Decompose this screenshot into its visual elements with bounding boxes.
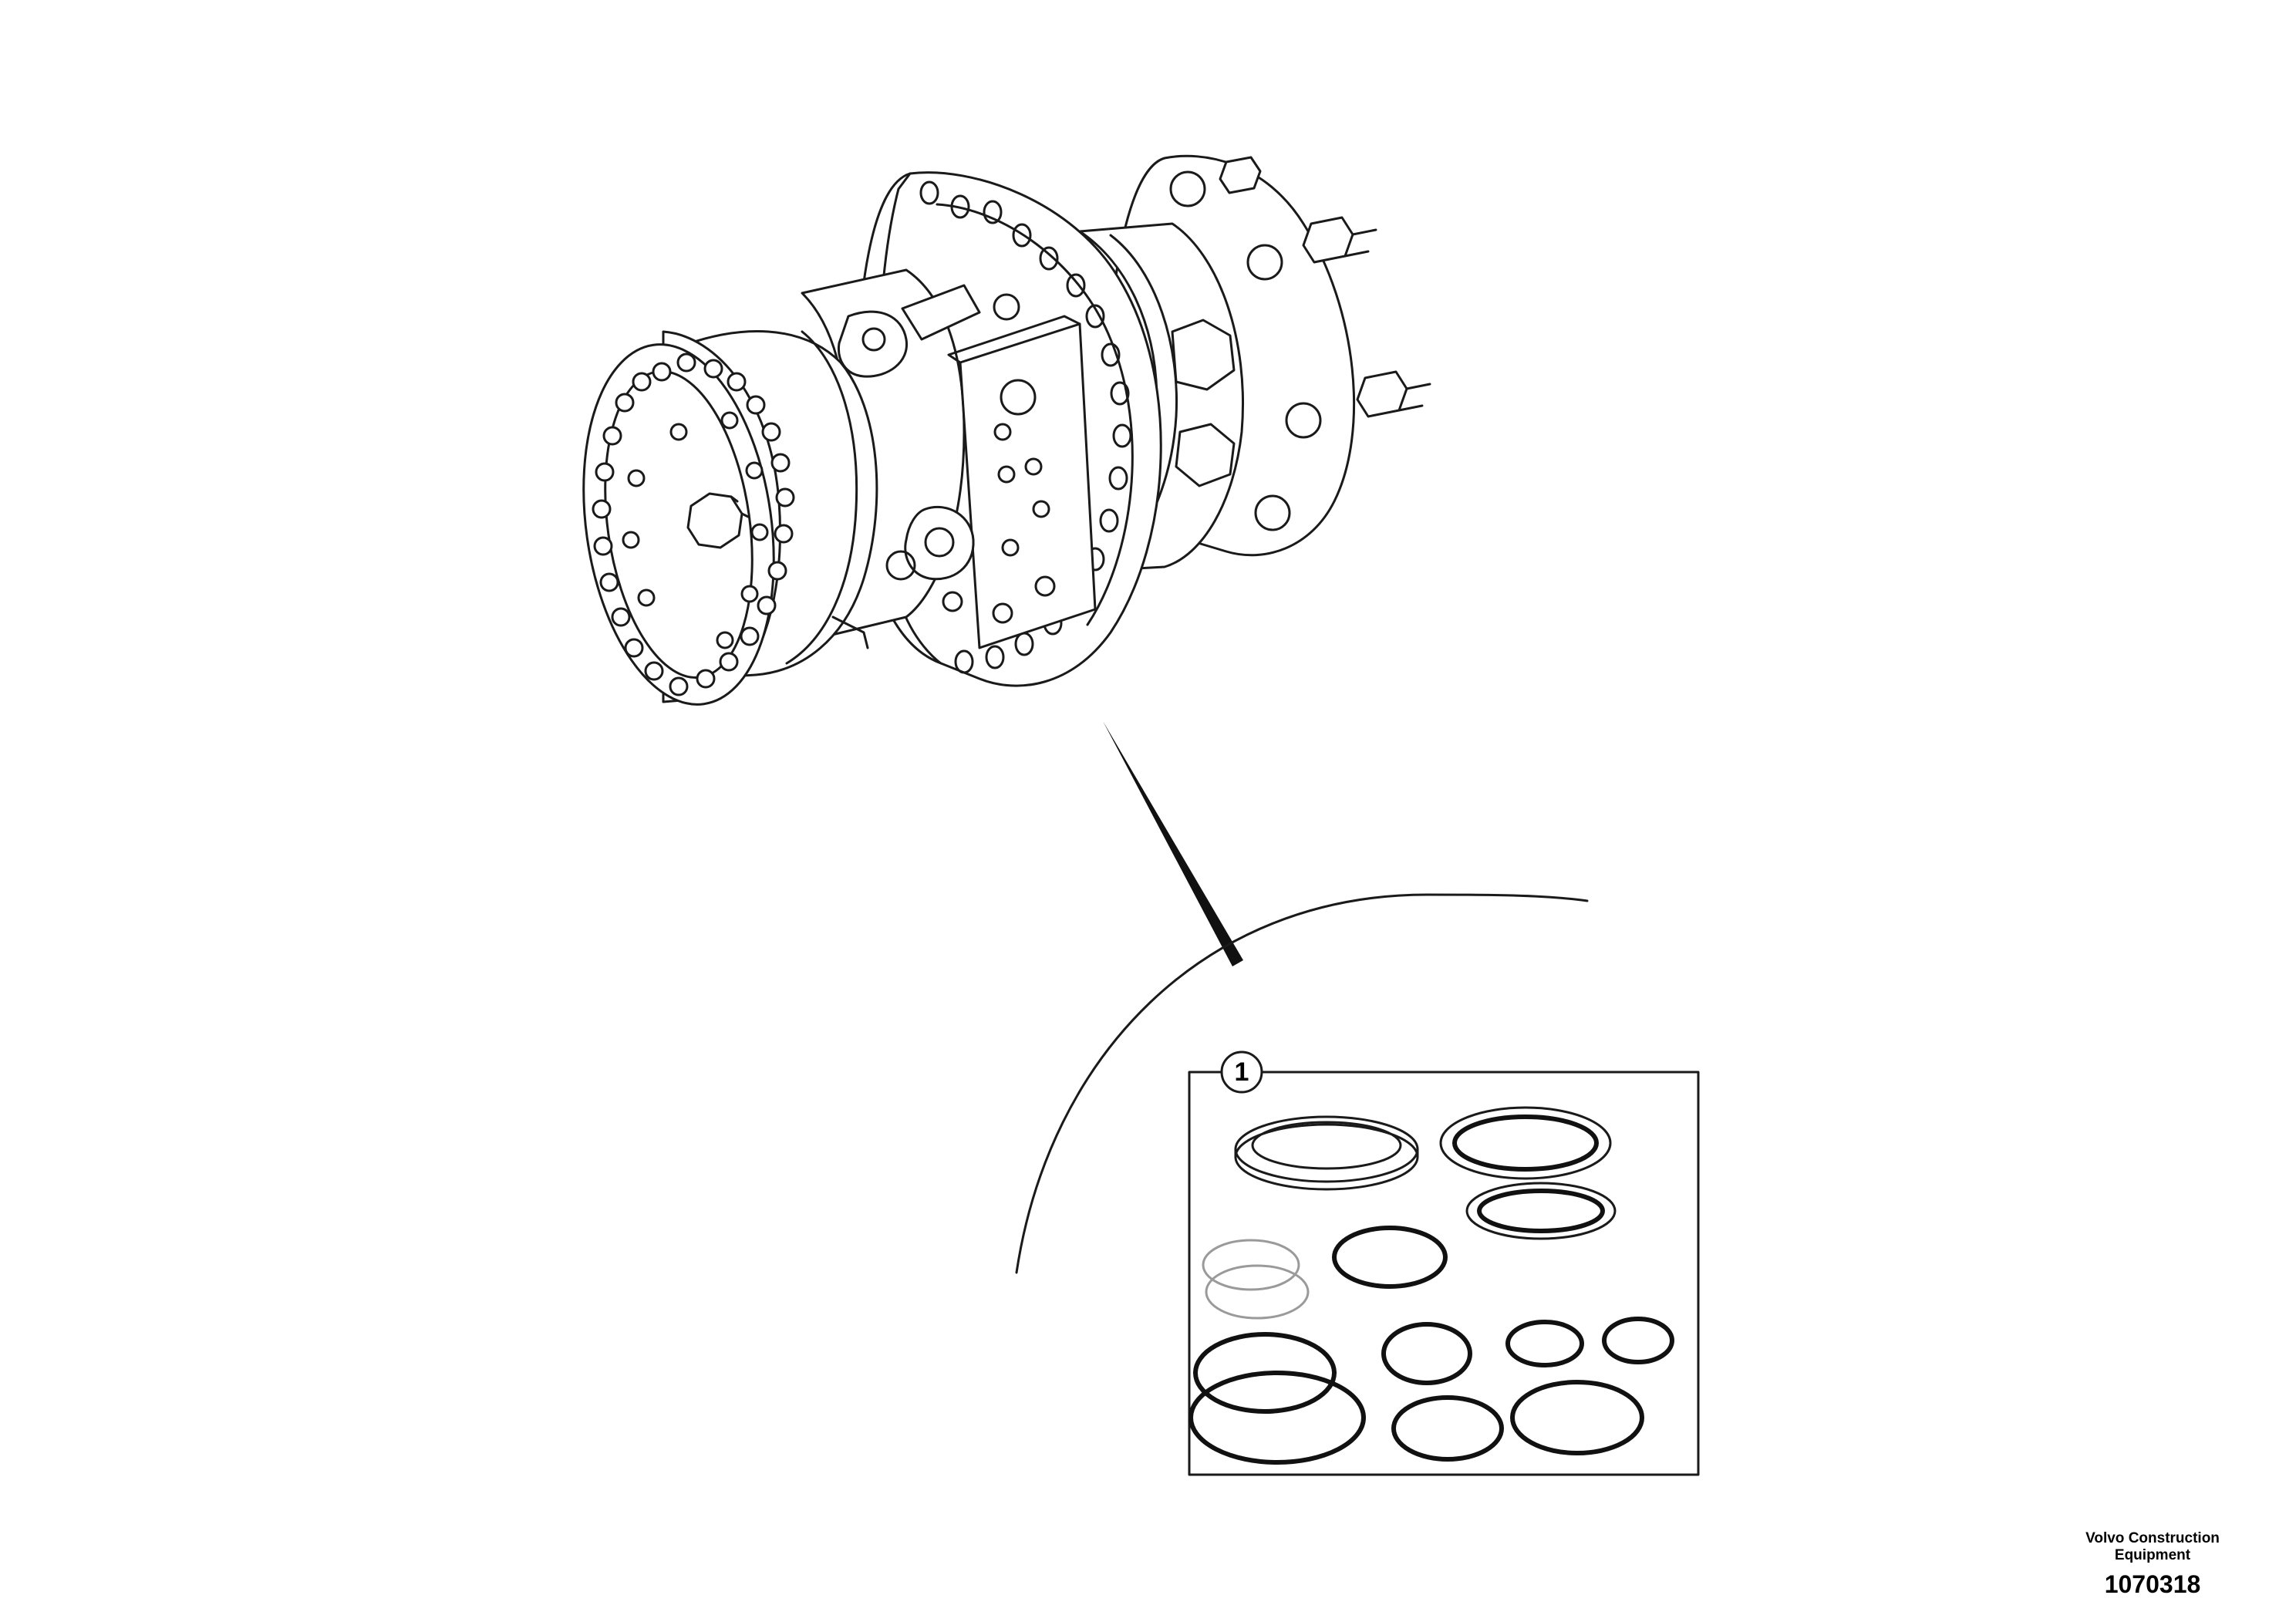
o-ring-2: [1193, 1332, 1337, 1414]
detail-leader: [1103, 721, 1243, 966]
seal-ring-large-double: [1439, 1106, 1612, 1180]
brand-line-1: Volvo Construction: [2085, 1530, 2220, 1546]
detail-bubble-arc: [1015, 893, 1589, 1274]
seal-rings: [1188, 1106, 1674, 1465]
drawing-number: 1070318: [2104, 1570, 2201, 1598]
o-ring-1: [1332, 1226, 1448, 1289]
o-ring-7: [1391, 1395, 1504, 1462]
flange-studs: [1219, 156, 1431, 418]
callout-1[interactable]: 1: [1220, 1050, 1263, 1094]
o-ring-8: [1510, 1380, 1644, 1455]
o-ring-3: [1188, 1371, 1366, 1465]
seal-ring-medium-double: [1465, 1182, 1617, 1240]
o-ring-5: [1505, 1320, 1584, 1367]
o-ring-4: [1381, 1322, 1472, 1385]
drawing-footer: Volvo Construction Equipment 1070318: [2068, 1530, 2237, 1600]
cover-bolts: [592, 352, 795, 696]
travel-motor-assembly: [582, 154, 1431, 706]
backup-ring-faint: [1202, 1239, 1310, 1320]
o-ring-6: [1602, 1317, 1674, 1364]
seal-kit-box: [1188, 1071, 1700, 1476]
seal-ring-large-flat: [1234, 1115, 1419, 1191]
valve-port-block: [801, 268, 1097, 649]
hub-drum: [1078, 222, 1245, 572]
front-end-cover: [582, 330, 795, 706]
callout-number: 1: [1235, 1057, 1249, 1087]
brand-line-2: Equipment: [2114, 1547, 2191, 1563]
